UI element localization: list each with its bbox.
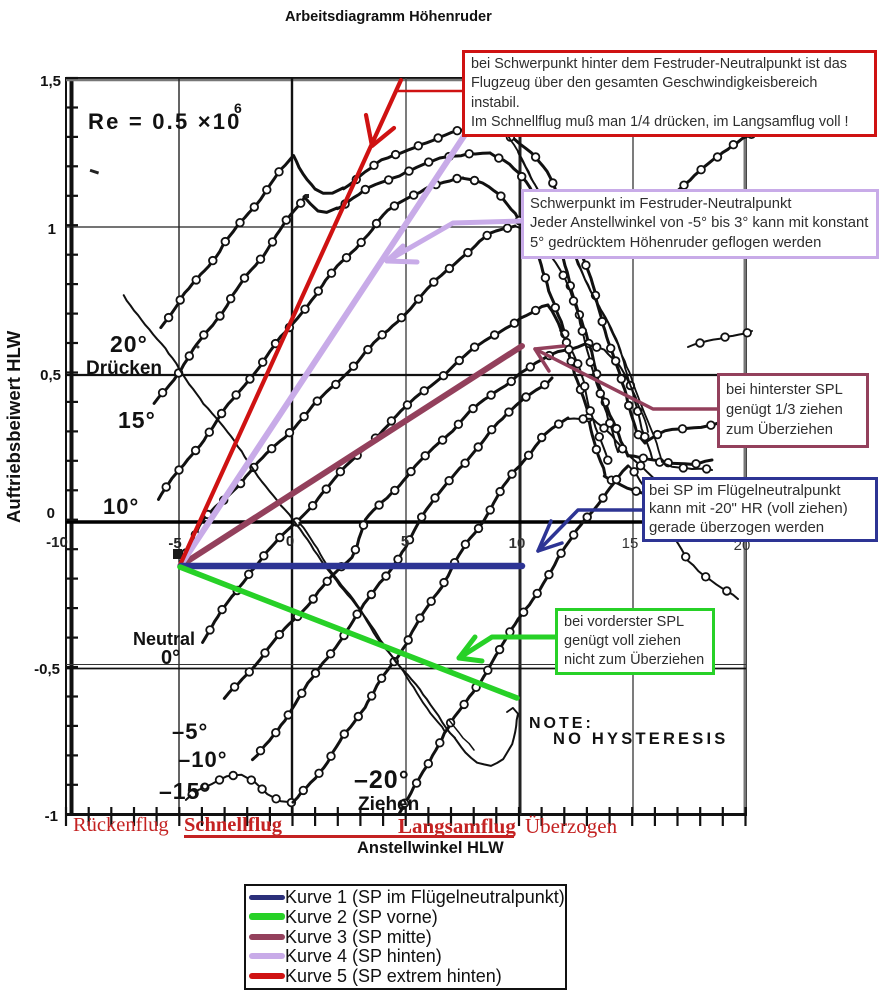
svg-text:-0,5: -0,5 — [34, 661, 60, 678]
svg-text:1: 1 — [48, 221, 56, 238]
svg-text:10°: 10° — [103, 494, 139, 519]
svg-text:-10: -10 — [46, 534, 68, 551]
svg-text:15°: 15° — [118, 407, 156, 433]
svg-text:-1: -1 — [45, 808, 58, 825]
svg-text:10: 10 — [509, 535, 526, 552]
svg-text:0,5: 0,5 — [40, 367, 61, 384]
svg-text:–20°: –20° — [354, 766, 410, 794]
svg-text:0°: 0° — [161, 647, 180, 669]
svg-text:-5: -5 — [168, 535, 181, 552]
svg-text:NO HYSTERESIS: NO HYSTERESIS — [553, 730, 728, 748]
svg-text:–5°: –5° — [172, 719, 208, 744]
svg-text:–10°: –10° — [178, 747, 228, 772]
svg-text:Neutral: Neutral — [133, 629, 195, 649]
svg-text:–15°: –15° — [159, 778, 211, 804]
svg-text:15: 15 — [622, 535, 639, 552]
svg-text:Drücken: Drücken — [86, 358, 162, 379]
svg-text:20°: 20° — [110, 331, 148, 357]
svg-text:6: 6 — [234, 100, 242, 116]
svg-text:0: 0 — [286, 533, 294, 550]
svg-text:1,5: 1,5 — [40, 73, 61, 90]
svg-text:0: 0 — [47, 505, 55, 522]
svg-text:Ziehen: Ziehen — [358, 794, 419, 815]
svg-text:Re = 0.5 ×10: Re = 0.5 ×10 — [88, 109, 242, 134]
svg-text:NOTE:: NOTE: — [529, 715, 594, 732]
svg-text:5: 5 — [401, 533, 409, 550]
